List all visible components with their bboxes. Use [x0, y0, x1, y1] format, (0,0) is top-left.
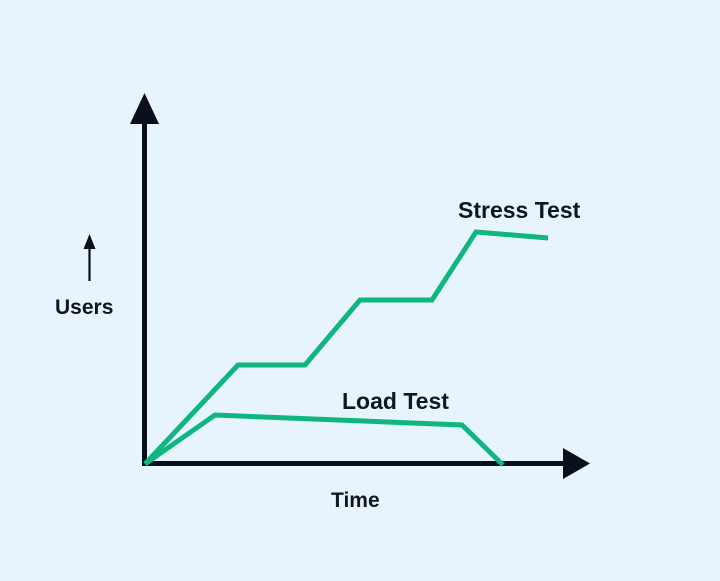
- series-line-load-test: [143, 412, 505, 467]
- y-axis-title: Users: [55, 296, 113, 319]
- y-axis-arrow-icon: [130, 93, 159, 124]
- users-direction-arrow-icon: [83, 234, 96, 281]
- x-axis-title: Time: [331, 489, 380, 512]
- series-label-load-test: Load Test: [342, 388, 449, 414]
- x-axis-arrow-icon: [563, 448, 590, 479]
- x-axis-group: [142, 448, 590, 479]
- series-line-stress-test: [143, 229, 549, 466]
- y-axis-group: [130, 93, 159, 466]
- series-label-stress-test: Stress Test: [458, 197, 581, 223]
